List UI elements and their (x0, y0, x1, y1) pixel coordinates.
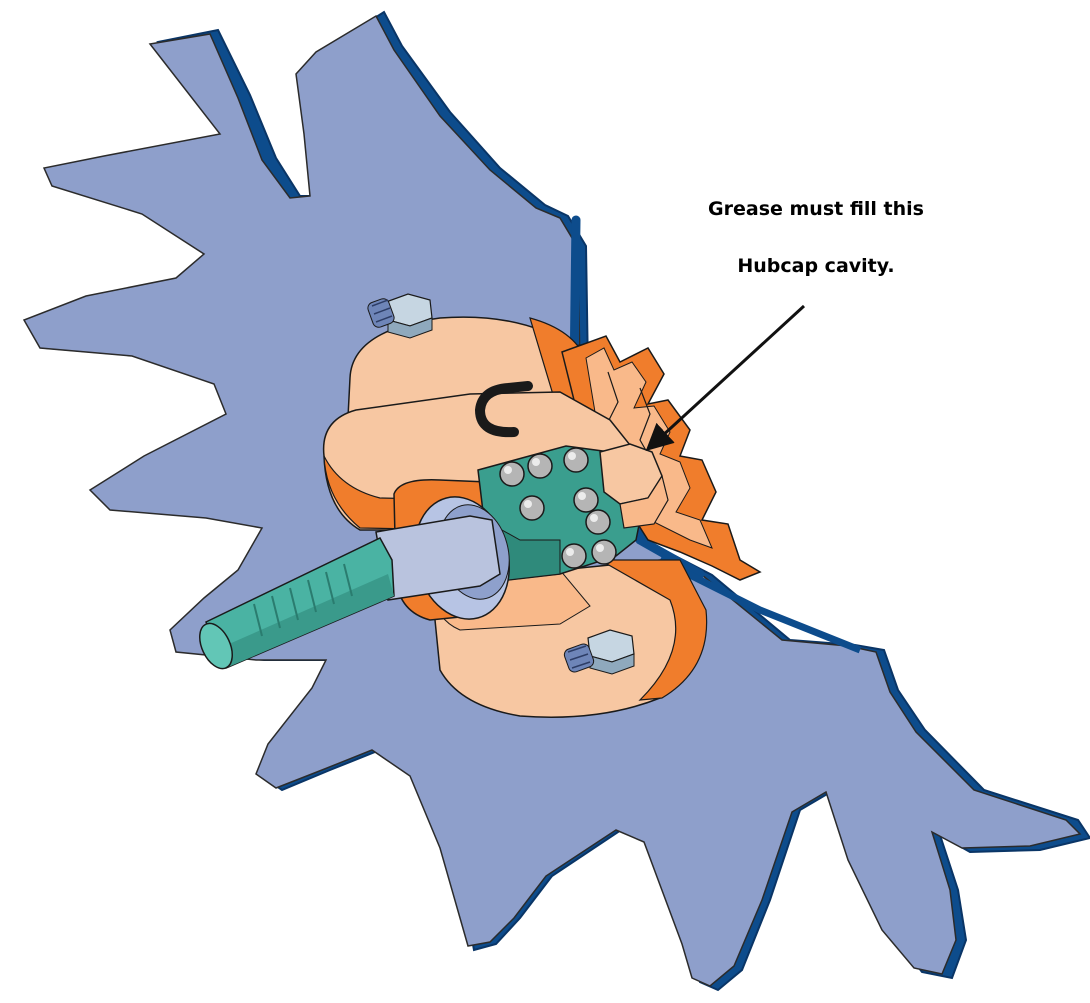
callout-text-line-1: Grease must fill this (646, 198, 986, 220)
callout-arrow (649, 306, 804, 448)
callout-text-line-2: Hubcap cavity. (646, 255, 986, 277)
